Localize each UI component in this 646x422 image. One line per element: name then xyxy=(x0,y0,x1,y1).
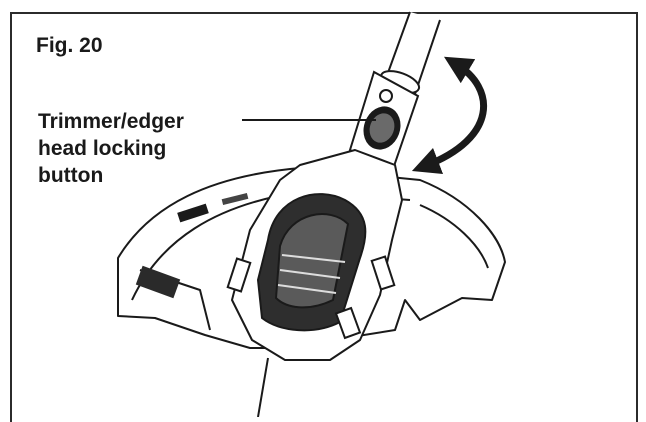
guard-vents xyxy=(135,192,249,299)
figure-label: Fig. 20 xyxy=(36,34,103,57)
side-clips xyxy=(226,255,396,340)
rotation-arrow-icon xyxy=(411,56,488,175)
figure-frame xyxy=(10,12,638,422)
trimmer-line xyxy=(257,357,269,417)
grip-pad xyxy=(256,193,367,332)
callout-text: Trimmer/edger head locking button xyxy=(38,108,184,189)
callout-line-2: head locking xyxy=(38,137,167,160)
callout-line-3: button xyxy=(38,164,104,187)
callout-line-1: Trimmer/edger xyxy=(38,110,184,133)
